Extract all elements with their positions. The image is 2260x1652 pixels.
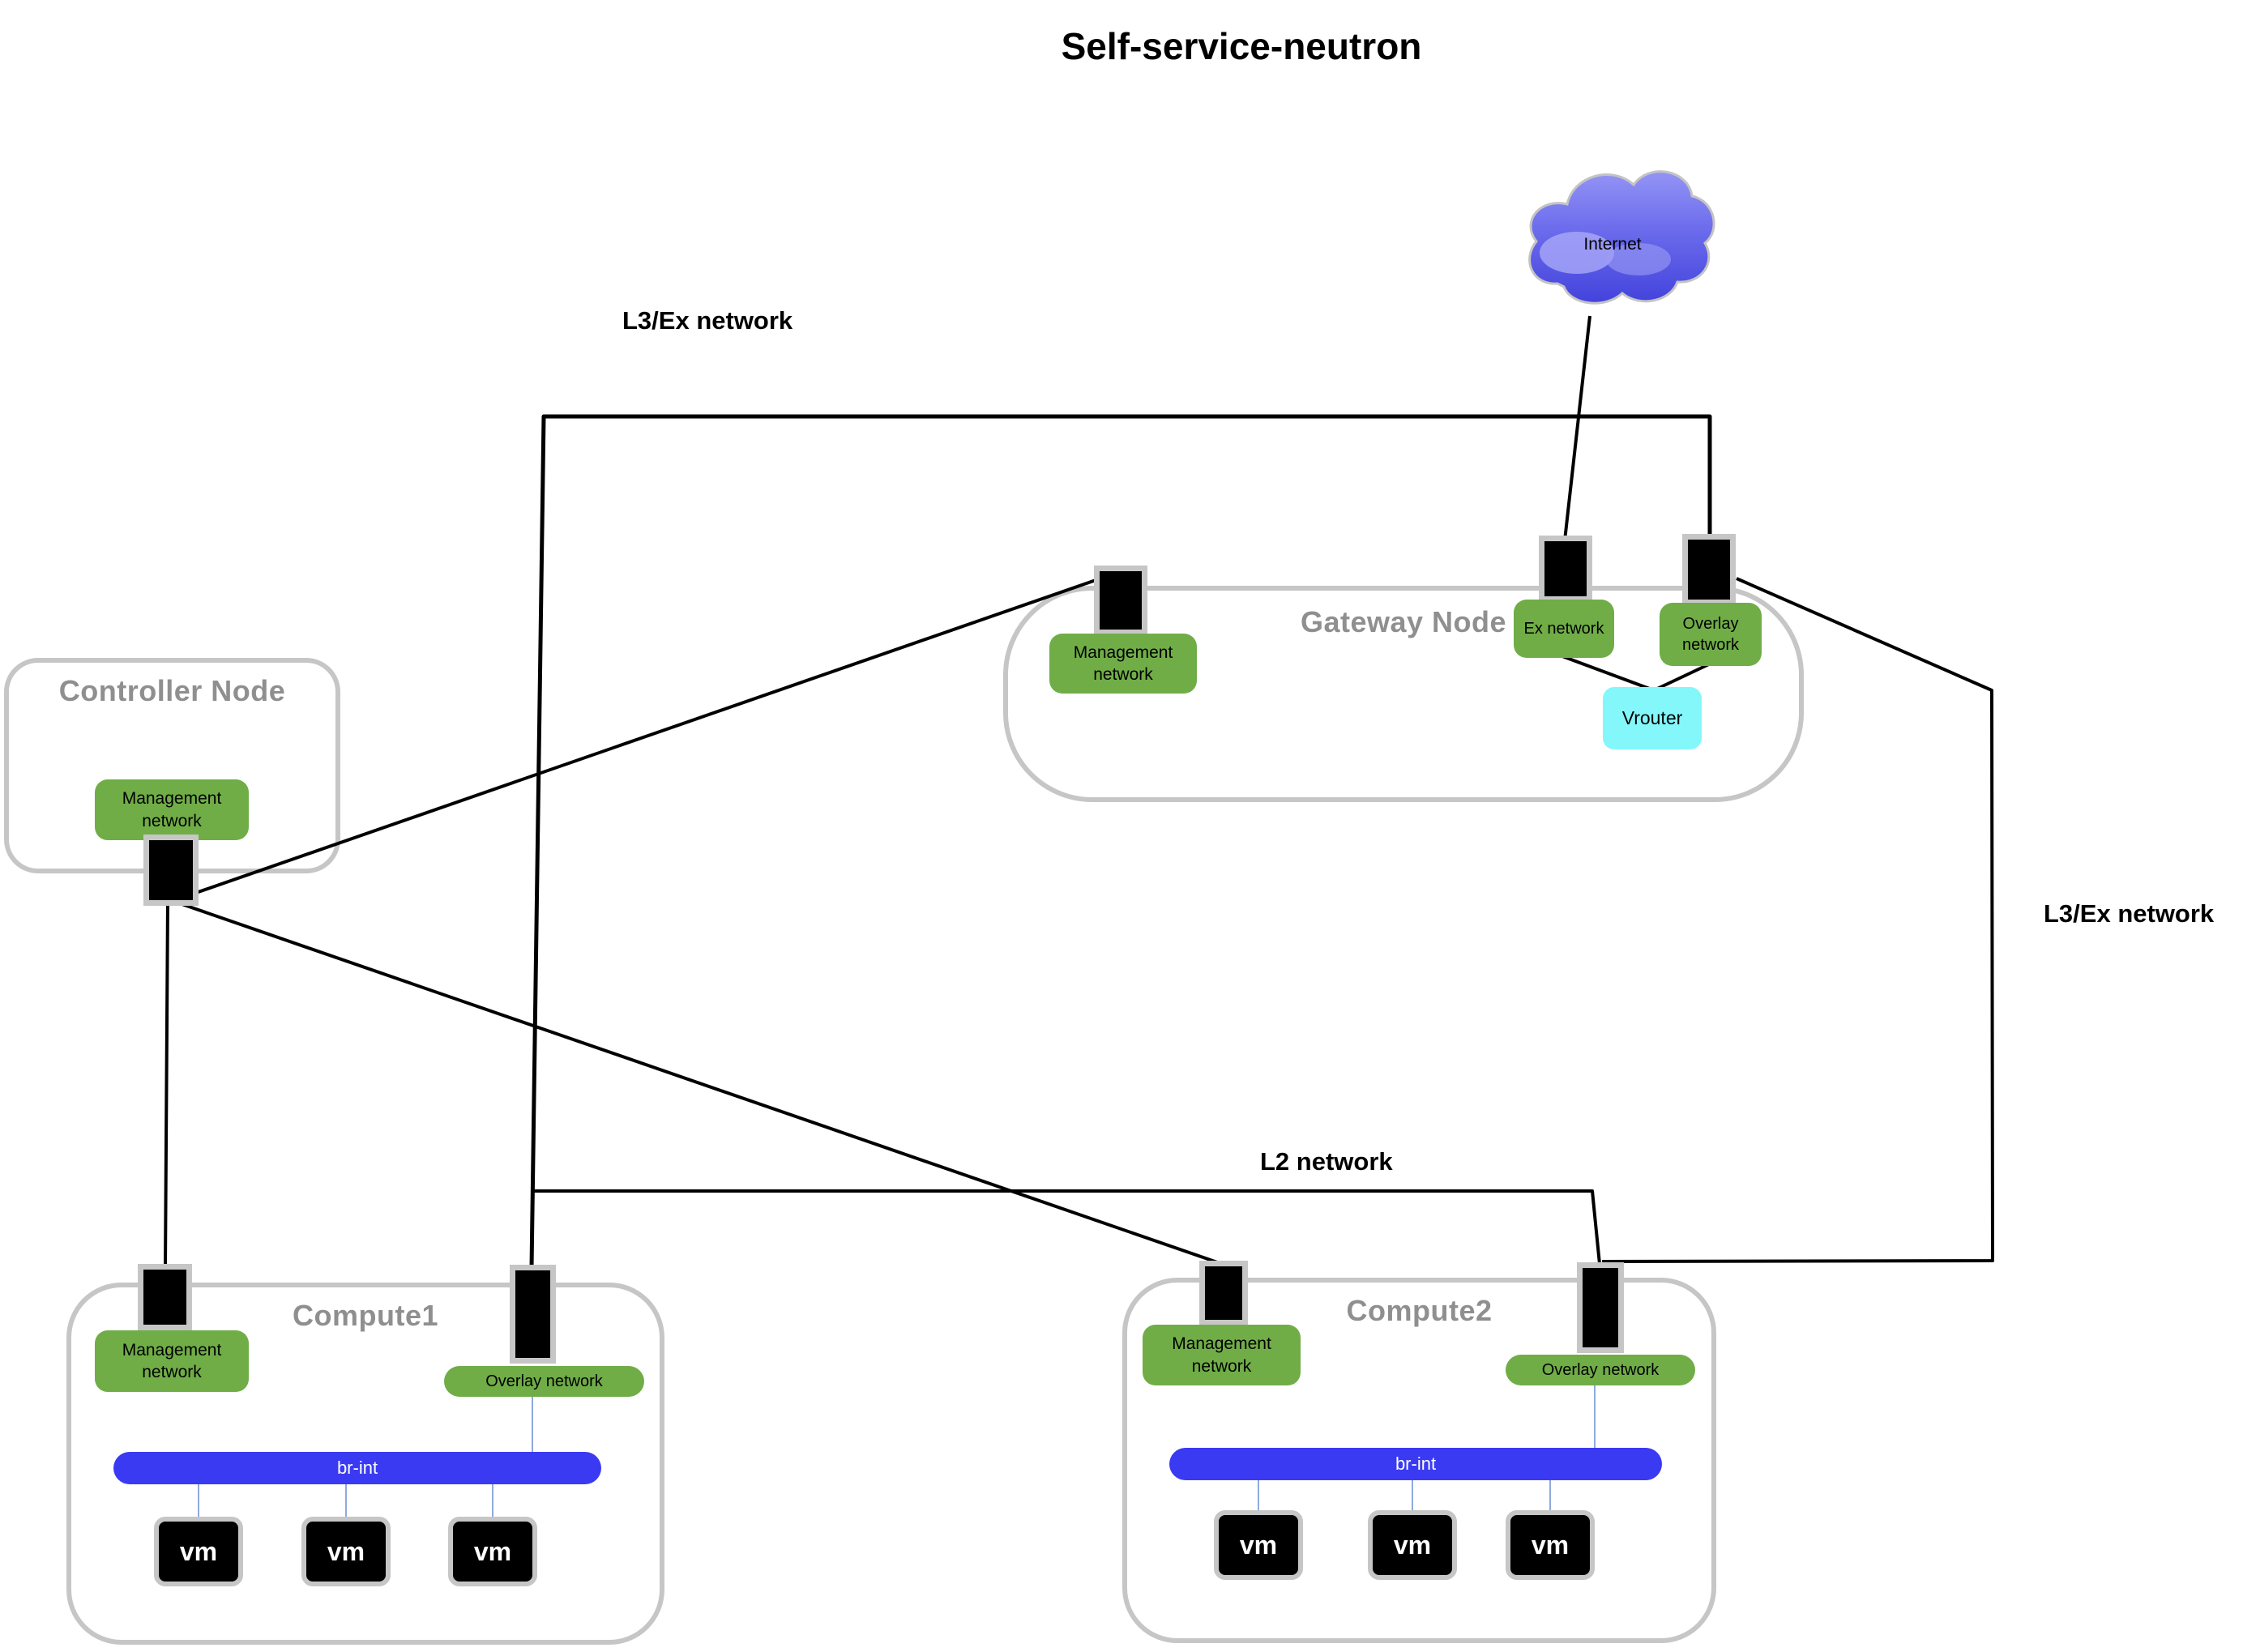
internet-cloud: Internet bbox=[1528, 170, 1715, 305]
compute2-brint-bridge: br-int bbox=[1169, 1448, 1662, 1480]
compute1-vm-2: vm bbox=[301, 1517, 391, 1586]
gateway-overlay-port bbox=[1682, 534, 1736, 605]
controller-node-title: Controller Node bbox=[58, 674, 286, 707]
gateway-management-port bbox=[1094, 566, 1147, 635]
l3-ex-network-label-top: L3/Ex network bbox=[622, 306, 793, 335]
cloud-highlight-left bbox=[1540, 232, 1614, 274]
compute2-overlay-port bbox=[1577, 1262, 1624, 1353]
l3-ex-top-line bbox=[529, 414, 1712, 1269]
compute1-brint-bridge: br-int bbox=[113, 1452, 601, 1484]
gateway-vrouter-box: Vrouter bbox=[1603, 687, 1702, 749]
gateway-ex-port bbox=[1539, 536, 1592, 602]
compute1-management-network-box: Management network bbox=[95, 1330, 249, 1392]
compute2-overlay-network-box: Overlay network bbox=[1506, 1355, 1695, 1385]
controller-management-network-box: Management network bbox=[95, 779, 249, 840]
diagram-title: Self-service-neutron bbox=[1061, 25, 1422, 67]
controller-to-compute2-mgmt-line bbox=[172, 899, 1223, 1266]
compute1-vm-3: vm bbox=[448, 1517, 537, 1586]
compute1-node-title: Compute1 bbox=[292, 1299, 438, 1332]
compute2-management-network-box: Management network bbox=[1143, 1325, 1301, 1385]
gateway-management-network-box: Management network bbox=[1049, 634, 1197, 694]
controller-management-port bbox=[143, 835, 199, 906]
compute2-management-port bbox=[1199, 1261, 1248, 1325]
compute1-management-port bbox=[138, 1264, 192, 1330]
gateway-overlay-network-box: Overlay network bbox=[1660, 603, 1762, 666]
compute2-vm-2: vm bbox=[1368, 1510, 1457, 1580]
cloud-highlight-right bbox=[1606, 243, 1671, 275]
compute2-node-title: Compute2 bbox=[1346, 1294, 1493, 1327]
compute1-overlay-port bbox=[510, 1265, 556, 1364]
l3-ex-network-label-right: L3/Ex network bbox=[2044, 899, 2215, 928]
compute1-vm-1: vm bbox=[154, 1517, 243, 1586]
compute1-overlay-network-box: Overlay network bbox=[444, 1366, 644, 1397]
controller-to-compute1-mgmt-line bbox=[164, 900, 169, 1268]
compute2-vm-3: vm bbox=[1506, 1510, 1595, 1580]
l2-network-label: L2 network bbox=[1260, 1147, 1393, 1176]
gateway-ex-network-box: Ex network bbox=[1514, 600, 1614, 658]
internet-label: Internet bbox=[1583, 235, 1641, 254]
internet-to-ex-port-line bbox=[1563, 315, 1591, 541]
compute2-vm-1: vm bbox=[1214, 1510, 1303, 1580]
l2-network-line bbox=[532, 1189, 1601, 1265]
